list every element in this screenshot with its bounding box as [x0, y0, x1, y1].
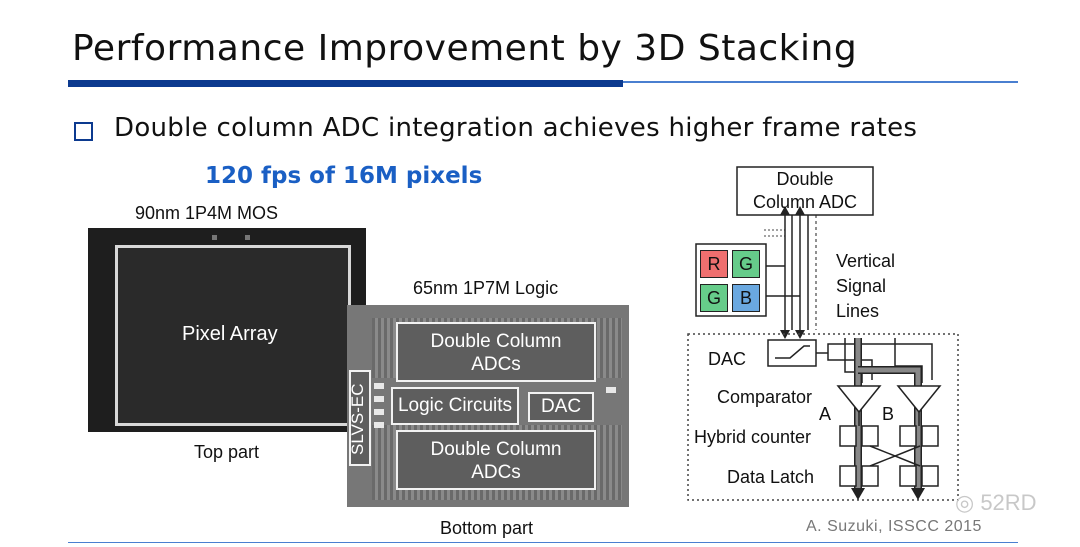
- title-underline-thin: [623, 81, 1018, 83]
- label-b: B: [882, 404, 895, 424]
- watermark-logo-icon: ◎: [955, 490, 981, 515]
- die-pad: [374, 422, 384, 428]
- counter-a: [861, 425, 879, 447]
- latch-b: [899, 465, 917, 487]
- pixel-g: G: [732, 250, 760, 278]
- credit-text: A. Suzuki, ISSCC 2015: [806, 518, 982, 535]
- output-arrow-a: [851, 488, 865, 500]
- pixel-r: R: [700, 250, 728, 278]
- counter-b: [921, 425, 939, 447]
- output-arrow-b: [911, 488, 925, 500]
- die-pad: [374, 409, 384, 415]
- logic-circuits-block: Logic Circuits: [391, 387, 519, 425]
- top-part-caption: Top part: [194, 442, 260, 462]
- comparator-label: Comparator: [717, 387, 813, 407]
- latch-a: [861, 465, 879, 487]
- bottom-process-label: 65nm 1P7M Logic: [413, 278, 559, 298]
- die-pad: [606, 387, 616, 393]
- frame-rate-subhead: 120 fps of 16M pixels: [205, 163, 483, 189]
- data-path-b: [858, 367, 921, 490]
- latch-b: [921, 465, 939, 487]
- arrow-up: [795, 206, 805, 215]
- watermark: ◎ 52RD: [955, 490, 1037, 516]
- counter-b: [899, 425, 917, 447]
- dac-label: DAC: [708, 349, 747, 369]
- counter-a: [839, 425, 857, 447]
- pixel-array-region: [115, 245, 351, 426]
- comparator-b: [896, 385, 942, 414]
- pixel-g: G: [700, 284, 728, 312]
- adc-block-lower: Double Column ADCs: [396, 430, 596, 490]
- footer-line: [68, 542, 1018, 543]
- arrow-up: [780, 206, 790, 215]
- slvs-ec-block: [349, 370, 371, 466]
- watermark-text: 52RD: [980, 490, 1037, 515]
- slide-title: Performance Improvement by 3D Stacking: [72, 28, 858, 69]
- die-pad: [212, 235, 217, 240]
- dac-ramp-box: [767, 339, 817, 367]
- title-underline-bar: [68, 80, 623, 87]
- bullet-square-icon: [74, 122, 93, 141]
- ramp-wire: [827, 343, 933, 380]
- bottom-part-caption: Bottom part: [440, 518, 534, 538]
- chip-boundary: [687, 333, 959, 501]
- die-pad: [245, 235, 250, 240]
- pixel-b: B: [732, 284, 760, 312]
- comparator-a: [836, 385, 882, 414]
- data-latch-label: Data Latch: [727, 467, 815, 487]
- crossover-line: [869, 445, 921, 467]
- hybrid-counter-label: Hybrid counter: [694, 427, 812, 447]
- dac-block: DAC: [528, 392, 594, 422]
- top-process-label: 90nm 1P4M MOS: [135, 203, 279, 223]
- vertical-signal-lines-label: Vertical Signal Lines: [836, 251, 896, 321]
- bullet-text: Double column ADC integration achieves h…: [114, 113, 918, 143]
- die-pad: [374, 383, 384, 389]
- adc-box: [736, 166, 874, 216]
- ramp-icon: [775, 345, 810, 359]
- adc-box-label: Double Column ADC: [752, 169, 858, 212]
- latch-a: [839, 465, 857, 487]
- adc-block-upper: Double Column ADCs: [396, 322, 596, 382]
- label-a: A: [819, 404, 832, 424]
- die-pad: [374, 396, 384, 402]
- pixel-array-label: Pixel Array: [182, 323, 278, 345]
